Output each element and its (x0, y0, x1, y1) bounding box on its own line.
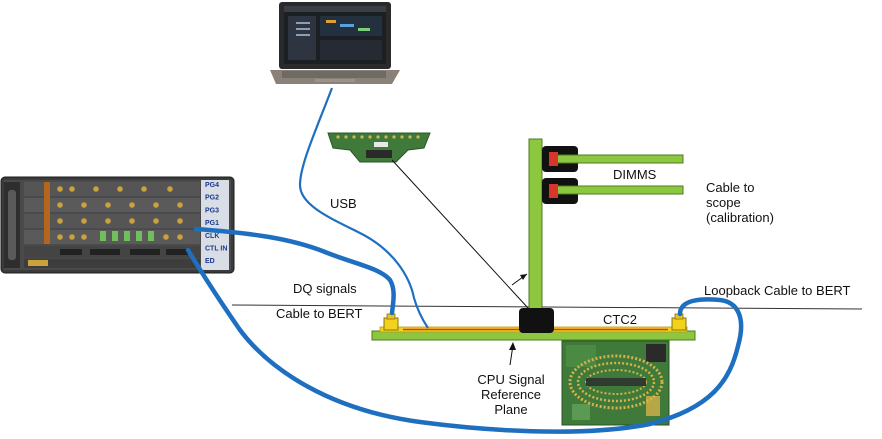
cable-to-bert-label: Cable to BERT (276, 306, 363, 321)
cpu-plane-label: CPU Signal Reference Plane (477, 372, 545, 417)
dimm-1 (542, 146, 684, 172)
slot-label-clk: CLK (205, 233, 219, 240)
ctc2-label: CTC2 (603, 312, 637, 327)
fanout-leader-line (391, 159, 529, 309)
loopback-cable (185, 247, 744, 434)
cpu-socket (519, 308, 554, 333)
riser-arrow-head (520, 274, 527, 280)
cpu-plane-arrow-head (509, 342, 516, 350)
slot-label-pg3: PG3 (205, 207, 219, 214)
slot-label-ed: ED (205, 258, 215, 265)
dimm-2 (542, 178, 684, 204)
slot-label-pg1: PG1 (205, 220, 219, 227)
reference-line (231, 304, 863, 310)
laptop (270, 2, 400, 84)
slot-label-pg2: PG2 (205, 195, 219, 202)
cable-to-scope-label: Cable to scope (calibration) (706, 180, 774, 225)
ctc2-board (371, 308, 696, 341)
dimms-label: DIMMS (613, 167, 657, 182)
slot-label-ctl-in: CTL IN (205, 246, 227, 253)
dq-signals-label: DQ signals (293, 281, 357, 296)
dq-cable (193, 226, 396, 316)
loopback-cable-label: Loopback Cable to BERT (704, 283, 851, 298)
fanout-pcb (327, 132, 431, 163)
ctc2-pcb-photo (561, 340, 670, 426)
riser-board (528, 138, 543, 313)
usb-label: USB (330, 196, 357, 211)
slot-label-pg4: PG4 (205, 182, 219, 189)
usb-cable (298, 87, 429, 329)
